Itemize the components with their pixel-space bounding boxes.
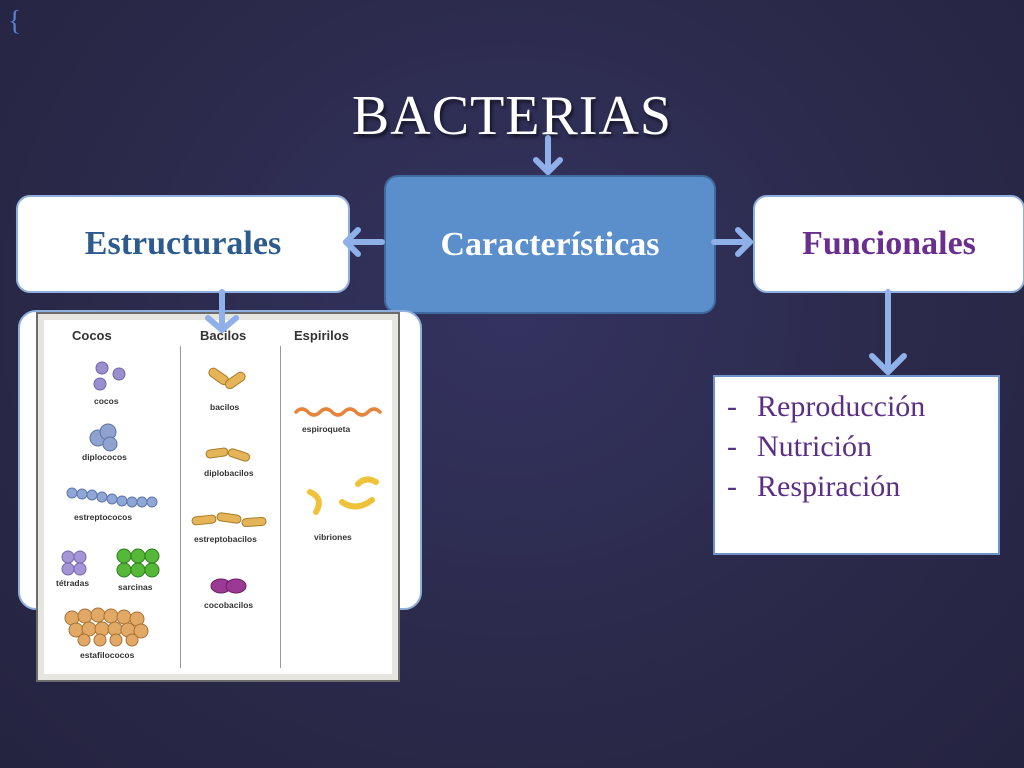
bacilos-icon xyxy=(208,367,246,390)
arrow-down-funcionales-icon xyxy=(869,289,907,375)
list-item: -Nutrición xyxy=(727,430,872,463)
espiroqueta-icon xyxy=(294,407,382,417)
bacteria-shapes-figure: Cocos Bacilos Espirilos xyxy=(36,312,400,682)
sarcinas-icon xyxy=(116,548,160,578)
label-diplococos: diplococos xyxy=(82,452,127,462)
estafilococos-icon xyxy=(64,607,149,647)
bacteria-illustrations xyxy=(61,361,382,647)
label-espiroqueta: espiroqueta xyxy=(302,424,351,434)
estructurales-box: Estructurales xyxy=(16,195,350,293)
arrow-left-icon xyxy=(343,227,385,257)
label-estreptobacilos: estreptobacilos xyxy=(194,534,257,544)
column-header-espirilos: Espirilos xyxy=(294,328,349,343)
estreptococos-icon xyxy=(66,487,158,508)
column-header-cocos: Cocos xyxy=(72,328,112,343)
list-item: -Respiración xyxy=(727,470,901,503)
arrow-down-estructurales-icon xyxy=(205,289,239,333)
diagram-title: BACTERIAS xyxy=(351,85,673,147)
arrow-right-icon xyxy=(711,227,753,257)
cocobacilos-icon xyxy=(210,578,247,594)
column-divider xyxy=(280,346,281,668)
diplobacilos-icon xyxy=(205,447,251,462)
column-header-bacilos: Bacilos xyxy=(200,328,247,343)
diplococos-icon xyxy=(89,423,118,452)
tetradas-icon xyxy=(61,550,87,576)
cocos-icon xyxy=(93,361,126,391)
funcionales-list-box: -Reproducción -Nutrición -Respiración xyxy=(713,375,1000,555)
label-vibriones: vibriones xyxy=(314,532,352,542)
label-diplobacilos: diplobacilos xyxy=(204,468,254,478)
label-cocos: cocos xyxy=(94,396,119,406)
column-divider xyxy=(180,346,181,668)
label-cocobacilos: cocobacilos xyxy=(204,600,254,610)
list-item: -Reproducción xyxy=(727,390,926,423)
label-estreptococos: estreptococos xyxy=(74,512,133,522)
label-sarcinas: sarcinas xyxy=(118,582,153,592)
funcionales-list: -Reproducción -Nutrición -Respiración xyxy=(727,387,998,507)
label-bacilos: bacilos xyxy=(210,402,240,412)
caracteristicas-box: Características xyxy=(384,175,716,314)
label-estafilococos: estafilococos xyxy=(80,650,135,660)
estreptobacilos-icon xyxy=(191,512,267,528)
label-tetradas: tétradas xyxy=(56,578,90,588)
vibriones-icon xyxy=(307,476,379,515)
arrow-down-title-icon xyxy=(533,135,563,175)
corner-brace-icon: { xyxy=(8,6,22,37)
